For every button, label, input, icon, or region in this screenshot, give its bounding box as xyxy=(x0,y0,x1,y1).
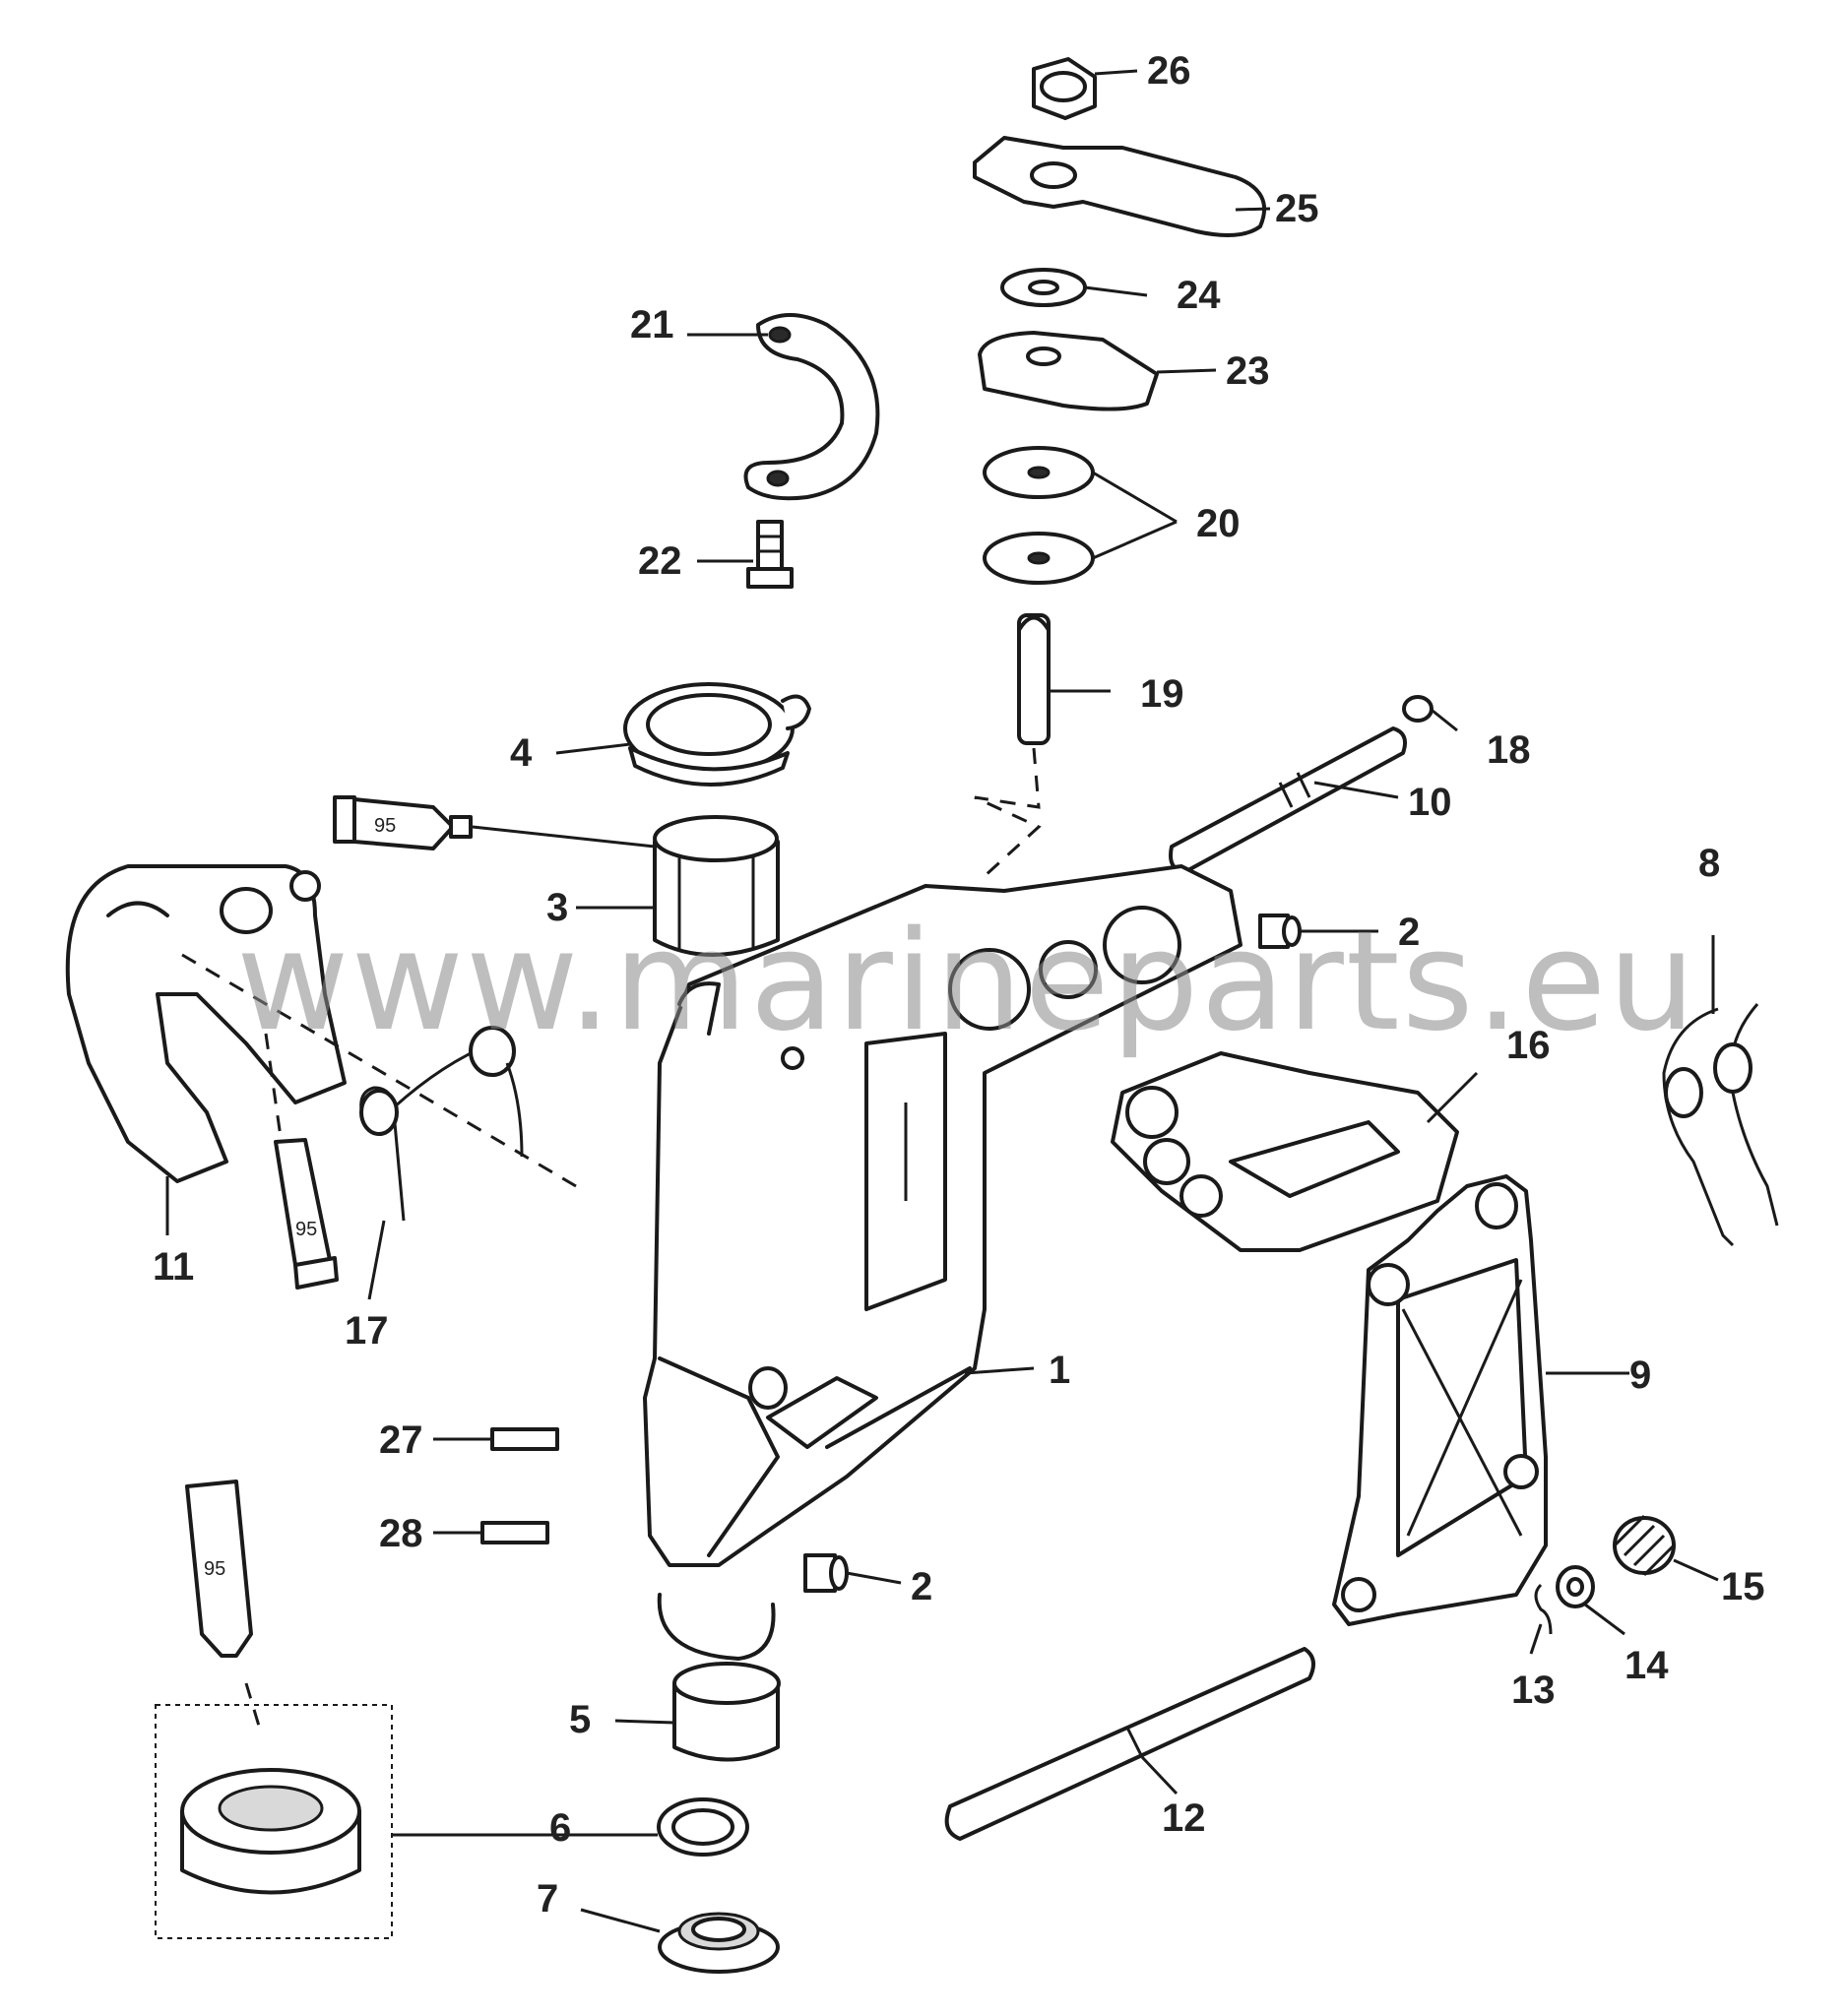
sealant-tube-bottom-label: 95 xyxy=(204,1558,225,1580)
callout-10: 10 xyxy=(1408,781,1452,824)
callout-4: 4 xyxy=(510,731,533,775)
callout-16: 16 xyxy=(1506,1024,1551,1067)
callout-6: 6 xyxy=(549,1806,571,1850)
callout-25: 25 xyxy=(1275,187,1319,230)
leader-24 xyxy=(1084,285,1148,297)
callout-9: 9 xyxy=(1629,1354,1651,1397)
part-11-bracket xyxy=(65,864,577,1188)
sealant-tube-left-label: 95 xyxy=(295,1219,317,1240)
leader-18 xyxy=(1432,709,1458,732)
callout-12: 12 xyxy=(1162,1796,1206,1840)
leader-14 xyxy=(1584,1603,1625,1636)
part-19-pin xyxy=(1017,613,1051,745)
leader-17 xyxy=(367,1220,386,1300)
part-20-washers xyxy=(983,446,1095,585)
part-15-spring xyxy=(1613,1514,1676,1577)
leader-7 xyxy=(580,1908,661,1933)
sealant-tube-95-bottom: 95 xyxy=(185,1480,263,1733)
part-4-seal xyxy=(623,682,811,787)
leader-1 xyxy=(964,1366,1035,1375)
callout-14: 14 xyxy=(1625,1644,1669,1687)
part-12-shaft xyxy=(944,1647,1315,1841)
callout-3: 3 xyxy=(546,886,568,929)
part-24-washer xyxy=(1000,268,1087,307)
part-8-spring xyxy=(1662,1003,1779,1247)
part-18-nut xyxy=(1402,695,1434,723)
part-5-bushing xyxy=(672,1662,781,1762)
part-23-plate xyxy=(978,331,1159,411)
part-16-lock xyxy=(1111,1051,1459,1252)
callout-23: 23 xyxy=(1226,349,1270,393)
leader-5 xyxy=(614,1719,675,1725)
leader-20b xyxy=(1092,520,1178,560)
callout-20: 20 xyxy=(1196,502,1241,545)
callout-11: 11 xyxy=(153,1245,194,1289)
callout-2b: 2 xyxy=(911,1565,932,1608)
part-1-swivel-bracket xyxy=(643,864,1243,1661)
part-26-nut xyxy=(1032,57,1097,120)
assembly-line-19 xyxy=(974,747,1042,878)
seal-kit-box xyxy=(155,1704,658,1939)
leader-10 xyxy=(1313,781,1399,799)
callout-1: 1 xyxy=(1049,1349,1070,1392)
leader-26 xyxy=(1094,69,1138,76)
part-17-cable xyxy=(359,1026,524,1222)
part-14-washer xyxy=(1556,1565,1595,1608)
leader-15 xyxy=(1673,1558,1719,1582)
part-7-seal xyxy=(658,1912,780,1974)
leader-25 xyxy=(1235,207,1271,212)
part-27 xyxy=(490,1427,559,1451)
callout-17: 17 xyxy=(345,1309,389,1353)
callout-15: 15 xyxy=(1721,1565,1765,1608)
part-6-ring xyxy=(657,1797,749,1857)
callout-21: 21 xyxy=(630,303,674,346)
sealant-tube-95-left: 95 xyxy=(264,1033,339,1290)
part-3-bushing xyxy=(653,815,780,957)
callout-7: 7 xyxy=(537,1877,558,1921)
part-25-lever xyxy=(973,136,1266,237)
part-28 xyxy=(480,1521,549,1544)
callout-26: 26 xyxy=(1147,49,1191,93)
callout-19: 19 xyxy=(1140,672,1184,716)
callout-28: 28 xyxy=(379,1512,423,1555)
sealant-tube-label: 95 xyxy=(374,815,396,837)
leader-13 xyxy=(1529,1623,1543,1655)
callout-2a: 2 xyxy=(1398,911,1420,954)
leader-2b xyxy=(846,1571,902,1585)
leader-20a xyxy=(1092,471,1178,524)
leader-16 xyxy=(1426,1071,1479,1124)
watermark: www.marineparts.eu xyxy=(236,902,1697,1062)
sealant-tube-95-top: 95 xyxy=(333,795,656,850)
part-22-screw xyxy=(746,520,794,589)
part-10-tube xyxy=(1169,726,1407,873)
callout-13: 13 xyxy=(1511,1669,1556,1712)
callout-5: 5 xyxy=(569,1698,591,1741)
callout-27: 27 xyxy=(379,1418,423,1462)
callout-8: 8 xyxy=(1698,842,1720,885)
part-21-bracket xyxy=(743,313,880,501)
callout-22: 22 xyxy=(638,539,682,583)
part-13-clip xyxy=(1534,1583,1553,1635)
leader-12 xyxy=(1140,1755,1179,1796)
part-9-clamp-bracket xyxy=(1332,1174,1548,1626)
part-2-fitting-upper xyxy=(1258,914,1302,949)
part-2-fitting-lower xyxy=(803,1553,849,1593)
leader-4 xyxy=(555,742,631,755)
callout-24: 24 xyxy=(1177,274,1221,317)
leader-23 xyxy=(1156,368,1217,374)
callout-18: 18 xyxy=(1487,728,1531,772)
